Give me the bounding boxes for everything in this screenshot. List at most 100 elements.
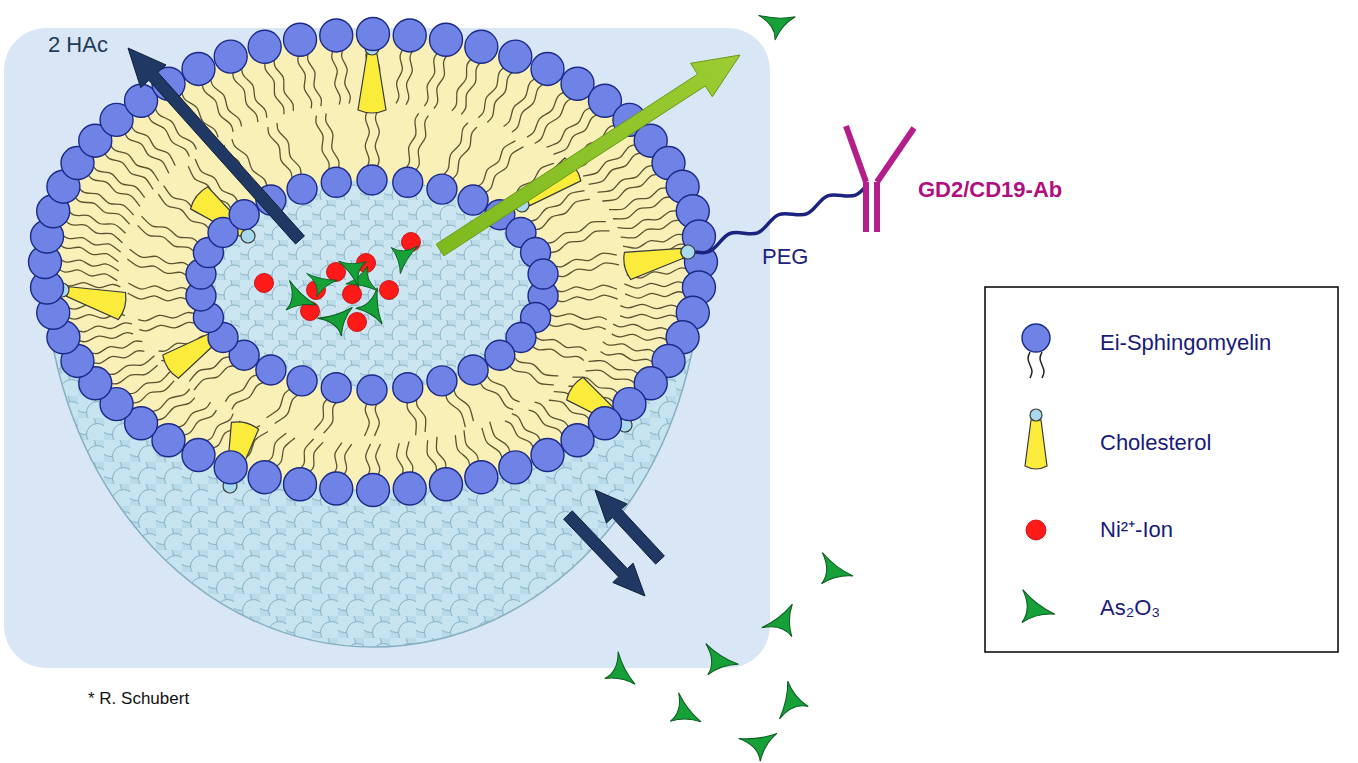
lipid-tail (127, 259, 187, 276)
arsenic-trioxide-symbol (762, 597, 806, 643)
phospholipid-head (465, 30, 498, 63)
lipid-tail (183, 410, 216, 435)
phospholipid-head (531, 439, 564, 472)
lipid-tail (268, 127, 292, 179)
lipid-tail (130, 249, 190, 266)
arsenic-trioxide-symbol (352, 288, 394, 332)
phospholipid-head (561, 424, 594, 457)
lipid-tail (504, 78, 536, 126)
arsenic-trioxide-symbol (1014, 590, 1058, 630)
lipid-tail (529, 410, 563, 436)
lipid-tail (274, 59, 293, 111)
head-ring (29, 18, 718, 507)
lipid-tail (177, 402, 210, 427)
phospholipid-head (465, 461, 498, 494)
arsenic-trioxide-symbol (599, 652, 644, 696)
phospholipid-head (229, 200, 259, 230)
lipid-tail (406, 441, 413, 473)
lipid-tail (550, 231, 610, 252)
legend-head (1022, 324, 1050, 352)
arsenic-trioxide-symbol (279, 280, 321, 319)
lipid-tail (443, 123, 468, 175)
lipid-tail (276, 438, 295, 467)
lipid-tail (416, 116, 429, 171)
lipid-tail (406, 113, 419, 168)
lipid-tail (242, 67, 267, 117)
lipid-tail (364, 403, 369, 436)
lipid-tail (277, 123, 301, 175)
phospholipid-head (499, 40, 532, 73)
lipid-tail (548, 324, 606, 330)
cholesterol-group (52, 41, 698, 496)
lipid-tail (625, 292, 685, 298)
phospholipid-head (357, 474, 390, 507)
release-arrow (128, 48, 304, 244)
lipid-tail (535, 98, 572, 143)
lipid-tail (434, 55, 447, 109)
lipid-tail (59, 269, 118, 281)
phospholipid-head (321, 167, 351, 197)
lipid-tail (535, 336, 587, 351)
phospholipid-head (248, 30, 281, 63)
phospholipid-head (284, 468, 317, 501)
lipid-tail (138, 225, 195, 252)
lipid-tail (88, 174, 140, 206)
credit-note: * R. Schubert (88, 689, 189, 709)
antibody-label: GD2/CD19-Ab (918, 177, 1062, 202)
lipid-tail (512, 414, 541, 442)
lipid-tail (618, 211, 678, 229)
free-drug (599, 4, 856, 763)
phospholipid-head (458, 185, 488, 215)
phospholipid-head (182, 52, 215, 85)
linker-label: PEG (762, 244, 808, 269)
legend-text: As₂O₃ (1100, 595, 1160, 620)
lipid-tail (452, 127, 477, 179)
legend-text: Cholesterol (1100, 430, 1211, 455)
antibody-chain (874, 182, 880, 232)
lipid-tail (487, 72, 513, 122)
lipid-tail (326, 113, 339, 168)
lipid-tail (609, 188, 667, 210)
lipid-tail (417, 398, 426, 432)
nickel-ion (348, 313, 367, 332)
lipid-tail (490, 422, 511, 453)
lipid-tail (586, 370, 636, 384)
phospholipid-head (248, 461, 281, 494)
phospholipid-head (499, 451, 532, 484)
lipid-tail (486, 374, 519, 401)
lipid-tail (455, 435, 470, 467)
lipid-tail (314, 399, 327, 431)
arsenic-trioxide-symbol (664, 693, 708, 735)
phospholipid-head (485, 340, 515, 370)
lipid-tail (79, 188, 134, 215)
phospholipid-head (320, 472, 353, 505)
arsenic-trioxide-symbol (332, 249, 372, 287)
lipid-tail (78, 333, 133, 342)
lipid-tail (535, 199, 590, 230)
lipid-tail (464, 430, 479, 462)
lipid-tail (110, 145, 159, 181)
antibody-chain (877, 128, 914, 182)
legend-tail (1028, 352, 1032, 378)
lipid-tail (332, 50, 341, 104)
lipid-tail (139, 322, 196, 330)
phospholipid-head (214, 40, 247, 73)
lipid-tail (612, 334, 668, 341)
lipid-tail (376, 444, 381, 476)
lipid-tail (128, 283, 188, 291)
efflux-arrow (564, 511, 645, 596)
arsenic-trioxide-symbol (317, 296, 362, 340)
phospholipid-head (393, 167, 423, 197)
lipid-tail (546, 107, 591, 147)
phospholipid-head (182, 439, 215, 472)
cholesterol-molecule (358, 41, 386, 113)
nickel-ion (402, 233, 421, 252)
lipid-tail (125, 133, 169, 173)
arsenic-trioxide-symbol (739, 721, 785, 763)
lipid-tail (589, 153, 642, 184)
lipid-tail (93, 351, 145, 364)
phospholipid-head (287, 174, 317, 204)
cholesterol-body (64, 278, 128, 320)
lipid-tail (396, 49, 403, 103)
